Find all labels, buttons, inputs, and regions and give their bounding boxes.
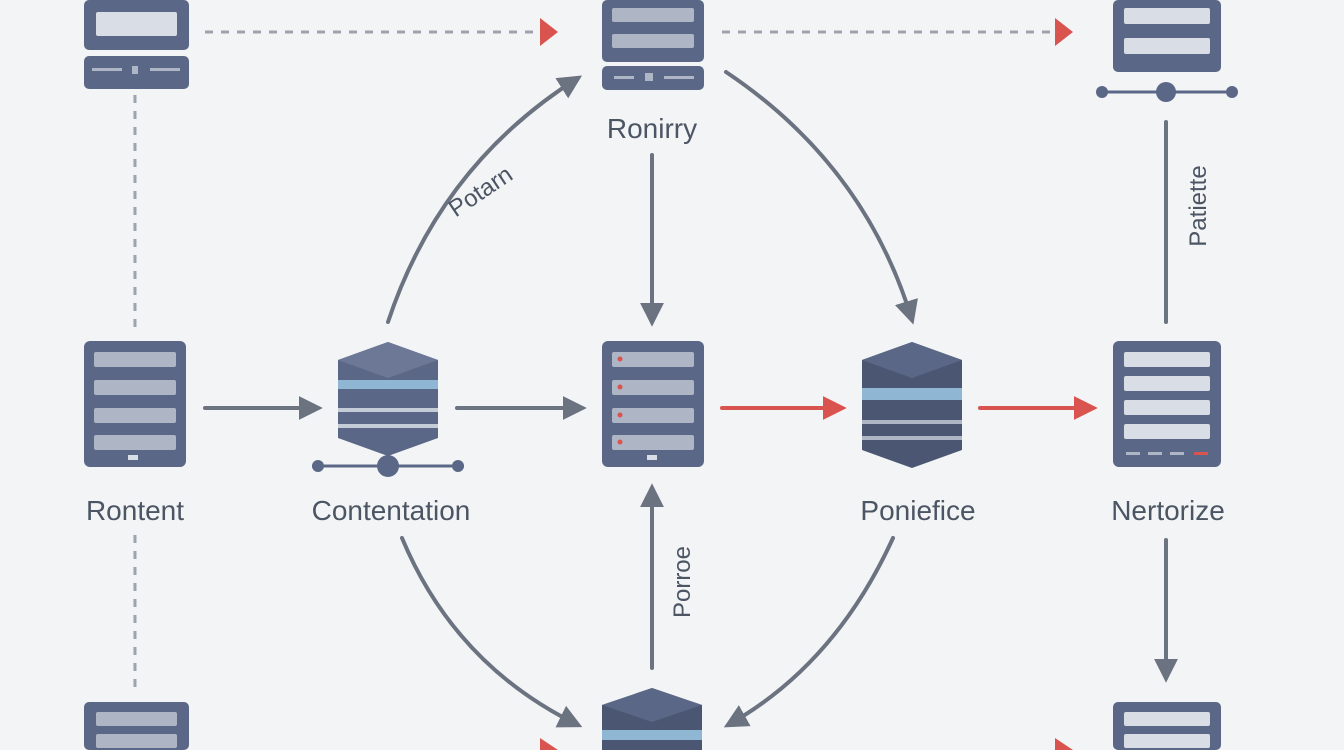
server-icon-rontent <box>84 341 186 467</box>
label-porroe: Porroe <box>669 546 696 618</box>
server-icon-nertorize <box>1113 341 1221 467</box>
database-icon-poniefice <box>862 342 962 468</box>
label-potarn: Potarn <box>444 161 518 223</box>
label-rontent: Rontent <box>86 495 184 526</box>
server-icon-center <box>602 341 704 467</box>
arrow-ronirry-to-poniefice <box>724 70 918 325</box>
label-contentation: Contentation <box>312 495 471 526</box>
server-icon-ronirry <box>602 0 704 90</box>
arrow-poniefice-to-bottom <box>723 536 895 728</box>
arrowhead-red-bottom-1 <box>540 738 558 750</box>
arrow-contentation-to-ronirry <box>386 75 583 324</box>
server-icon-bottom-left <box>84 702 189 750</box>
arrowhead-red-top-1 <box>540 18 558 46</box>
label-poniefice: Poniefice <box>860 495 975 526</box>
dashed-connectors <box>133 30 1065 690</box>
label-patiette: Patiette <box>1185 165 1212 246</box>
server-icon-top-left <box>84 0 189 89</box>
label-ronirry: Ronirry <box>607 113 697 144</box>
arrowhead-red-bottom-2 <box>1055 738 1073 750</box>
server-icon-top-right <box>1096 0 1238 102</box>
arrow-contentation-to-bottom <box>400 536 583 728</box>
arrowhead-red-top-2 <box>1055 18 1073 46</box>
database-icon-contentation <box>312 342 464 477</box>
server-icon-bottom-right <box>1113 702 1221 750</box>
database-icon-bottom <box>602 688 702 750</box>
label-nertorize: Nertorize <box>1111 495 1225 526</box>
